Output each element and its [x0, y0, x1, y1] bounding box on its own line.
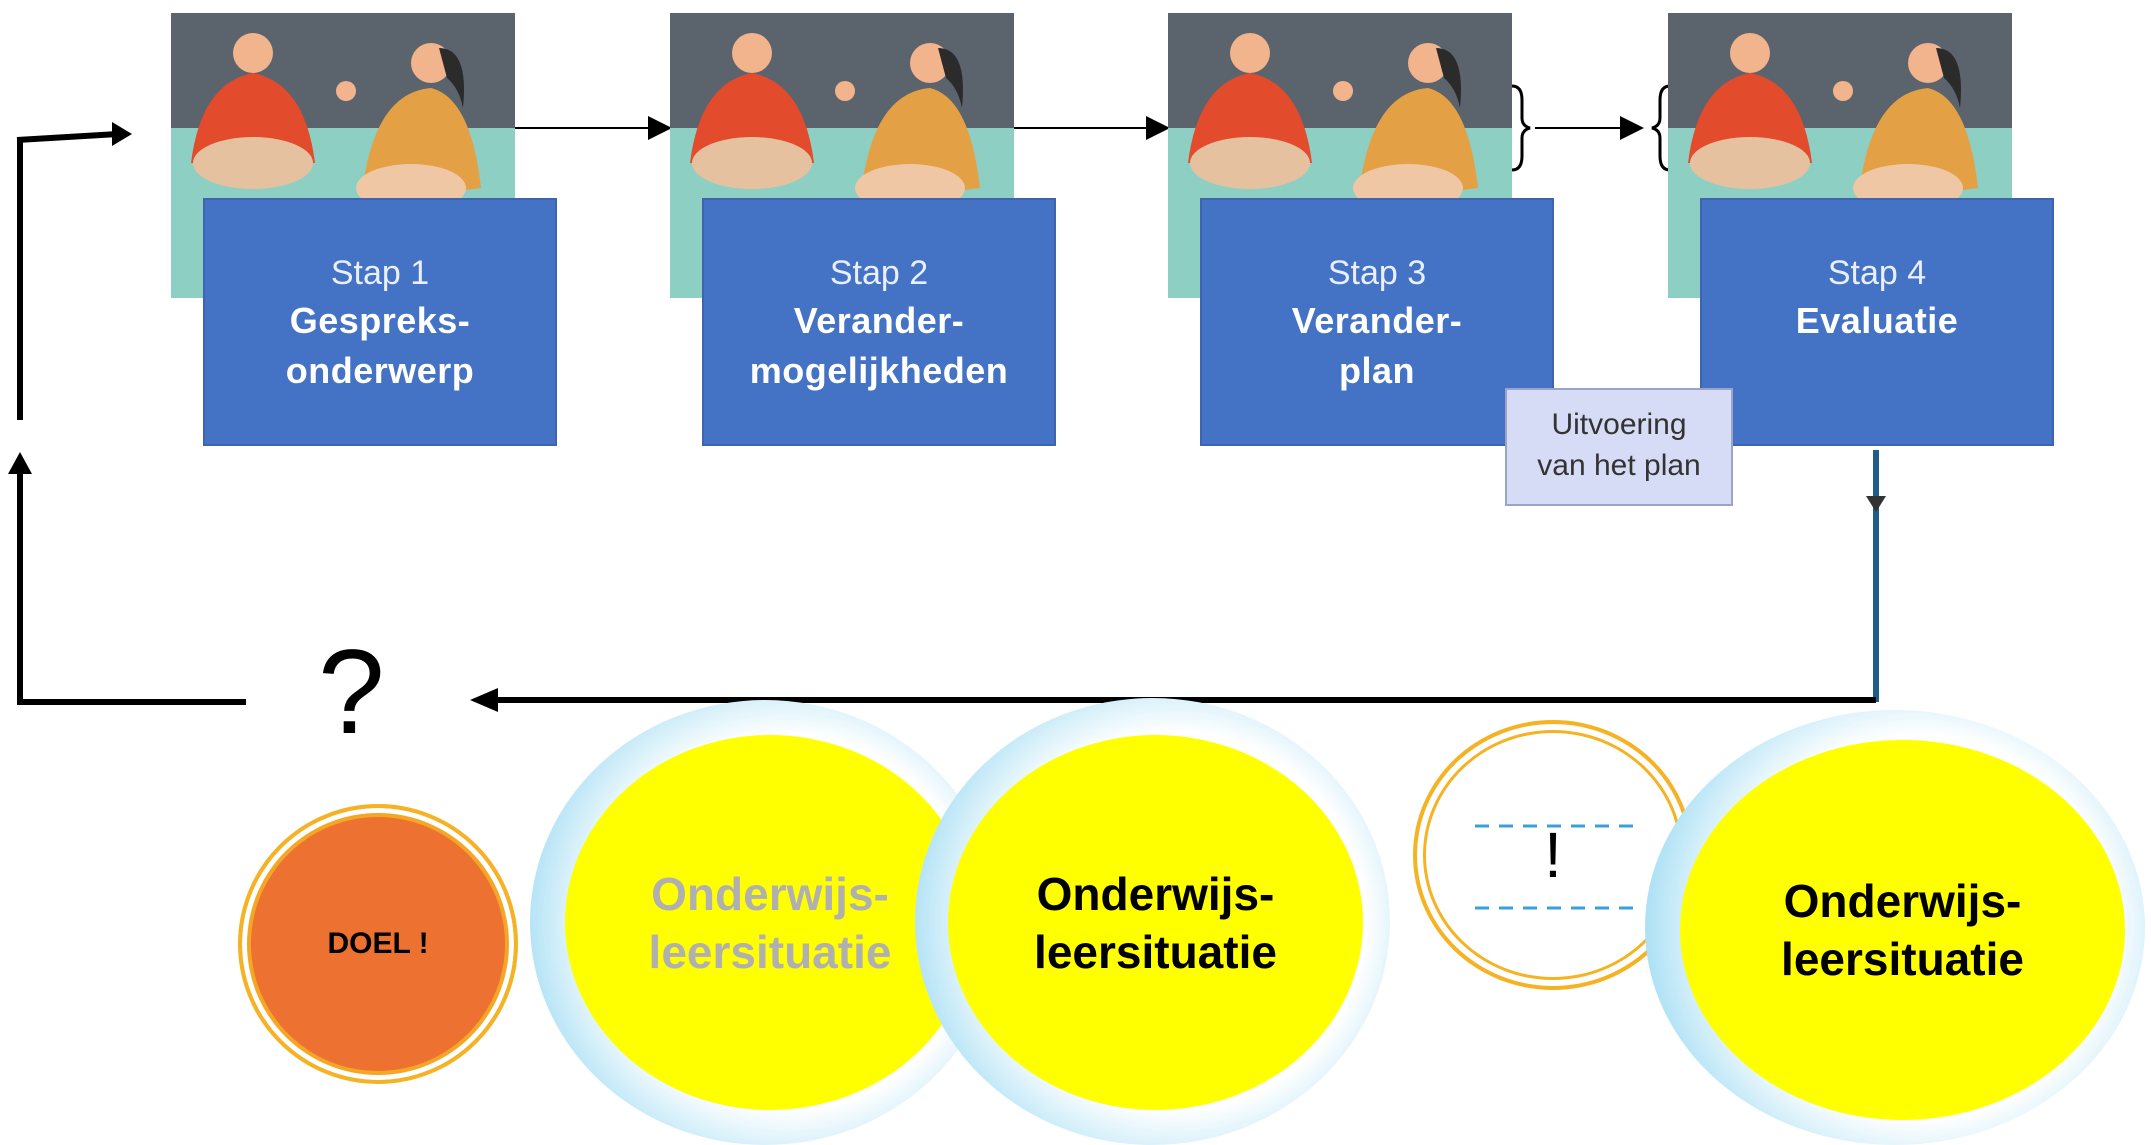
situation3-line1: Onderwijs-	[1783, 875, 2022, 927]
step4-title-line1: Evaluatie	[1795, 300, 1959, 341]
dashed-lines	[1475, 824, 1635, 910]
step4-number: Stap 4	[1827, 254, 1927, 292]
step3-number: Stap 3	[1327, 254, 1427, 292]
execution-line1: Uitvoering	[1551, 408, 1687, 441]
step4-box: Stap 4 Evaluatie	[1700, 198, 2054, 446]
situation2-line2: leersituatie	[1034, 925, 1277, 978]
situation3-circle: Onderwijs- leersituatie	[1680, 740, 2125, 1120]
situation1-line2: leersituatie	[648, 925, 892, 978]
situation2-circle: Onderwijs- leersituatie	[948, 735, 1363, 1110]
step1-number: Stap 1	[330, 254, 430, 292]
step1-title-line1: Gespreks-	[289, 300, 471, 341]
arrow-step3-step4	[1511, 84, 1671, 172]
step1-box: Stap 1 Gespreks- onderwerp	[203, 198, 557, 446]
execution-box: Uitvoering van het plan	[1505, 388, 1733, 506]
execution-line2: van het plan	[1537, 449, 1701, 482]
situation2-line1: Onderwijs-	[1036, 867, 1275, 920]
step2-box: Stap 2 Verander- mogelijkheden	[702, 198, 1056, 446]
step2-title-line2: mogelijkheden	[749, 350, 1009, 391]
arrow-step1-step2	[515, 116, 672, 140]
situation1-line1: Onderwijs-	[651, 867, 889, 920]
step3-box: Stap 3 Verander- plan	[1200, 198, 1554, 446]
step1-title-line2: onderwerp	[285, 350, 475, 391]
question-mark: ?	[318, 625, 385, 759]
situation3-line2: leersituatie	[1781, 933, 2024, 985]
loop-back	[8, 122, 246, 705]
step3-title-line2: plan	[1338, 350, 1415, 391]
goal-circle: DOEL !	[238, 804, 518, 1084]
exclamation-mark: !	[1544, 819, 1562, 891]
situation1-circle: Onderwijs- leersituatie	[565, 735, 975, 1110]
step2-title-line1: Verander-	[793, 300, 965, 341]
arrow-step2-step3	[1013, 116, 1170, 140]
step3-title-line1: Verander-	[1291, 300, 1463, 341]
step2-number: Stap 2	[829, 254, 929, 292]
